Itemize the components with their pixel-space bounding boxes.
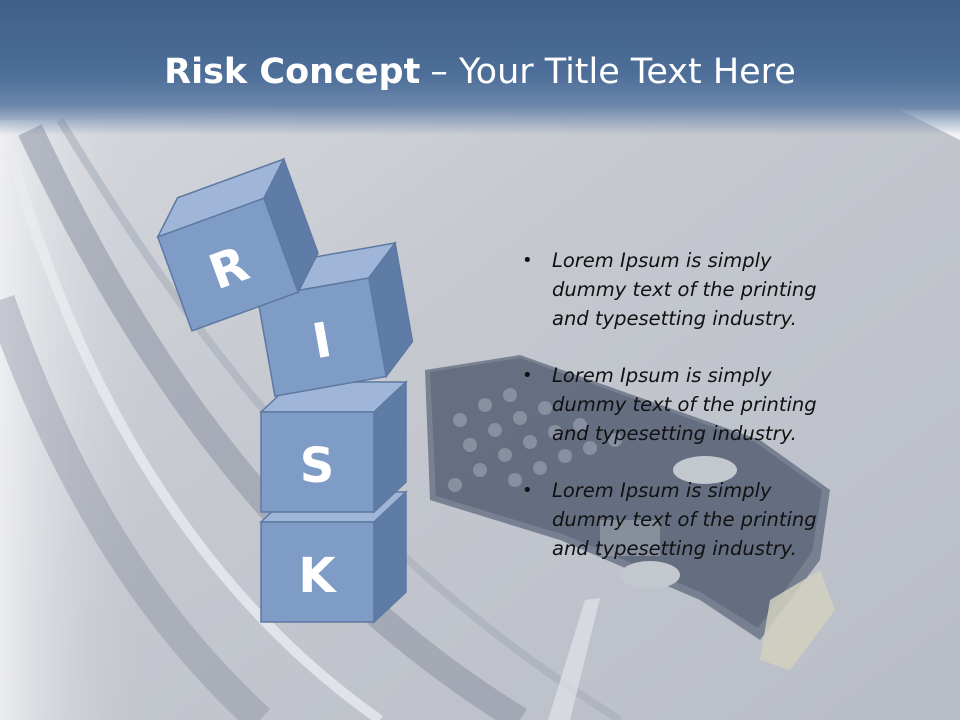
- title-subtitle: – Your Title Text Here: [430, 52, 796, 92]
- bullet-text: Lorem Ipsum is simply dummy text of the …: [552, 479, 817, 560]
- bullet-glyph: •: [522, 365, 533, 386]
- title-bold: Risk Concept: [164, 52, 421, 92]
- bullet-text: Lorem Ipsum is simply dummy text of the …: [552, 249, 817, 330]
- cube-letter-k: K: [298, 548, 337, 604]
- bullet-list: • Lorem Ipsum is simply dummy text of th…: [520, 246, 840, 591]
- bullet-item: • Lorem Ipsum is simply dummy text of th…: [520, 476, 840, 563]
- cube-r: R: [156, 157, 319, 332]
- bullet-glyph: •: [522, 480, 533, 501]
- bullet-text: Lorem Ipsum is simply dummy text of the …: [552, 364, 817, 445]
- bullet-item: • Lorem Ipsum is simply dummy text of th…: [520, 246, 840, 333]
- cube-letter-s: S: [300, 438, 335, 494]
- bullet-item: • Lorem Ipsum is simply dummy text of th…: [520, 361, 840, 448]
- cube-s: S: [259, 380, 408, 514]
- slide-title: Risk Concept– Your Title Text Here: [0, 52, 960, 92]
- title-band: [0, 0, 960, 135]
- cube-i: I: [255, 241, 414, 397]
- bullet-glyph: •: [522, 250, 533, 271]
